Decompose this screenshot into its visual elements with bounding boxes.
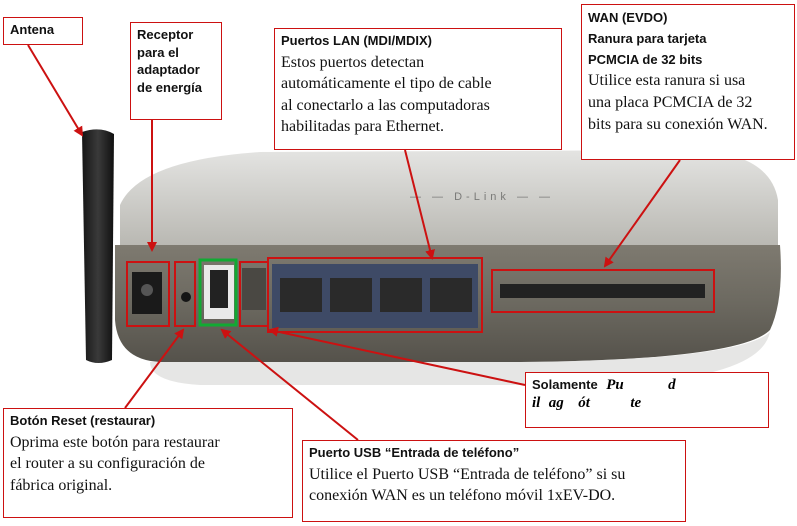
blank-port [242,268,266,310]
solamente-title: Solamente [532,377,598,392]
wan-line-1: Utilice esta ranura si usa [588,72,746,90]
reset-line-3: fábrica original. [10,476,113,494]
lan-line-3: al conectarlo a las computadoras [281,96,490,114]
reset-title: Botón Reset (restaurar) [10,413,156,428]
svg-text:— — D-Link — —: — — D-Link — — [410,191,554,203]
power-jack [132,272,162,314]
lan-line-4: habilitadas para Ethernet. [281,118,445,136]
wan-line-3: bits para su conexión WAN. [588,115,768,133]
callout-reset: Botón Reset (restaurar) Oprima este botó… [3,408,293,518]
callout-solamente: Solamente Pu d il ag ót te [525,372,769,428]
callout-wan: WAN (EVDO) Ranura para tarjeta PCMCIA de… [581,4,795,160]
reset-hole [181,292,191,302]
callout-usb: Puerto USB “Entrada de teléfono” Utilice… [302,440,686,522]
callout-antena: Antena [3,17,83,45]
usb-line-1: Utilice el Puerto USB “Entrada de teléfo… [309,465,626,483]
reset-line-1: Oprima este botón para restaurar [10,433,220,451]
solamente-frag-2b: ag [548,395,564,411]
antenna [82,129,114,363]
lan-title: Puertos LAN (MDI/MDIX) [281,33,432,48]
callout-receptor: Receptor para el adaptador de energía [130,22,222,120]
solamente-row-1: Solamente Pu d [532,376,762,394]
pcmcia-slot [500,284,705,298]
solamente-frag-1a: Pu [606,377,624,393]
receptor-line-3: adaptador [137,62,200,78]
receptor-line-1: Receptor [137,27,194,42]
receptor-line-4: de energía [137,79,203,95]
wan-line-2: una placa PCMCIA de 32 [588,93,753,111]
callout-lan: Puertos LAN (MDI/MDIX) Estos puertos det… [274,28,562,150]
wan-title-3: PCMCIA de 32 bits [588,51,703,67]
lan-ports [272,264,478,328]
lan-line-2: automáticamente el tipo de cable [281,75,492,93]
solamente-frag-2d: te [630,395,642,411]
solamente-row-2: il ag ót te [532,394,762,412]
lan-line-1: Estos puertos detectan [281,53,425,71]
reset-line-2: el router a su configuración de [10,455,206,473]
receptor-line-2: para el [137,44,179,60]
wan-title-1: WAN (EVDO) [588,10,668,25]
antena-label: Antena [10,22,55,37]
solamente-frag-1b: d [668,377,676,393]
usb-port [204,265,234,319]
usb-title: Puerto USB “Entrada de teléfono” [309,445,520,460]
usb-line-2: conexión WAN es un teléfono móvil 1xEV-D… [309,487,616,505]
solamente-frag-2a: il [532,395,541,411]
wan-title-2: Ranura para tarjeta [588,30,707,46]
solamente-frag-2c: ót [578,395,590,411]
